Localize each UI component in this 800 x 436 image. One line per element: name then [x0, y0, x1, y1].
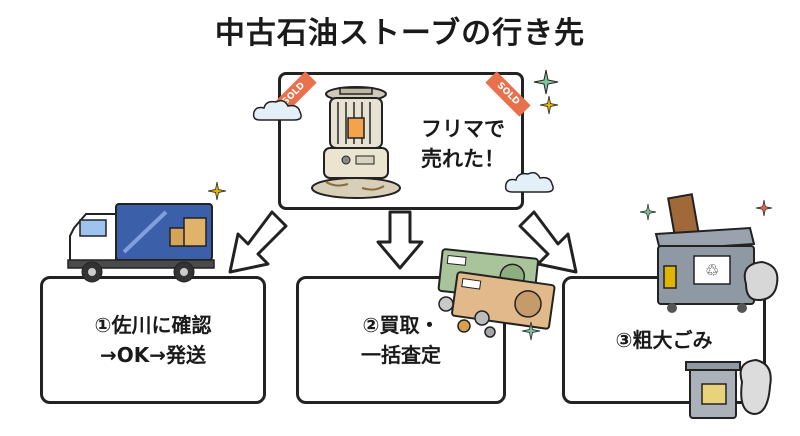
page-title: 中古石油ストーブの行き先	[214, 16, 586, 51]
sparkle-icon	[207, 181, 227, 201]
arrow-right-icon	[518, 210, 578, 274]
arrow-down-icon	[376, 210, 424, 270]
cloud-icon	[252, 99, 302, 121]
sparkle-icon	[539, 95, 559, 115]
sold-callout-line1: フリマで	[421, 117, 505, 141]
sparkle-icon	[521, 321, 541, 341]
sparkle-icon	[755, 199, 773, 217]
sold-callout-line2: 売れた！	[421, 147, 505, 171]
svg-text:♲: ♲	[705, 261, 719, 280]
sparkle-icon	[639, 203, 657, 221]
cloud-icon	[504, 171, 554, 193]
sparkle-icon	[533, 69, 559, 95]
option-shipping-line2: →OK→発送	[99, 343, 206, 367]
option-box-shipping: ①佐川に確認 →OK→発送	[40, 276, 266, 404]
arrow-left-icon	[228, 210, 288, 274]
option-bulky-waste-line1: ③粗大ごみ	[615, 328, 713, 352]
dumpster-trash-icon: ♲	[654, 193, 779, 419]
sold-callout: フリマで 売れた！	[408, 114, 518, 174]
banknotes-coins-icon	[437, 248, 556, 338]
kerosene-heater-icon	[311, 86, 401, 199]
delivery-truck-icon	[67, 203, 215, 283]
option-buyback-line2: 一括査定	[361, 343, 441, 367]
option-shipping-line1: ①佐川に確認	[94, 313, 212, 337]
option-buyback-line1: ②買取・	[362, 313, 440, 337]
option-box-buyback: ②買取・ 一括査定	[296, 276, 506, 404]
